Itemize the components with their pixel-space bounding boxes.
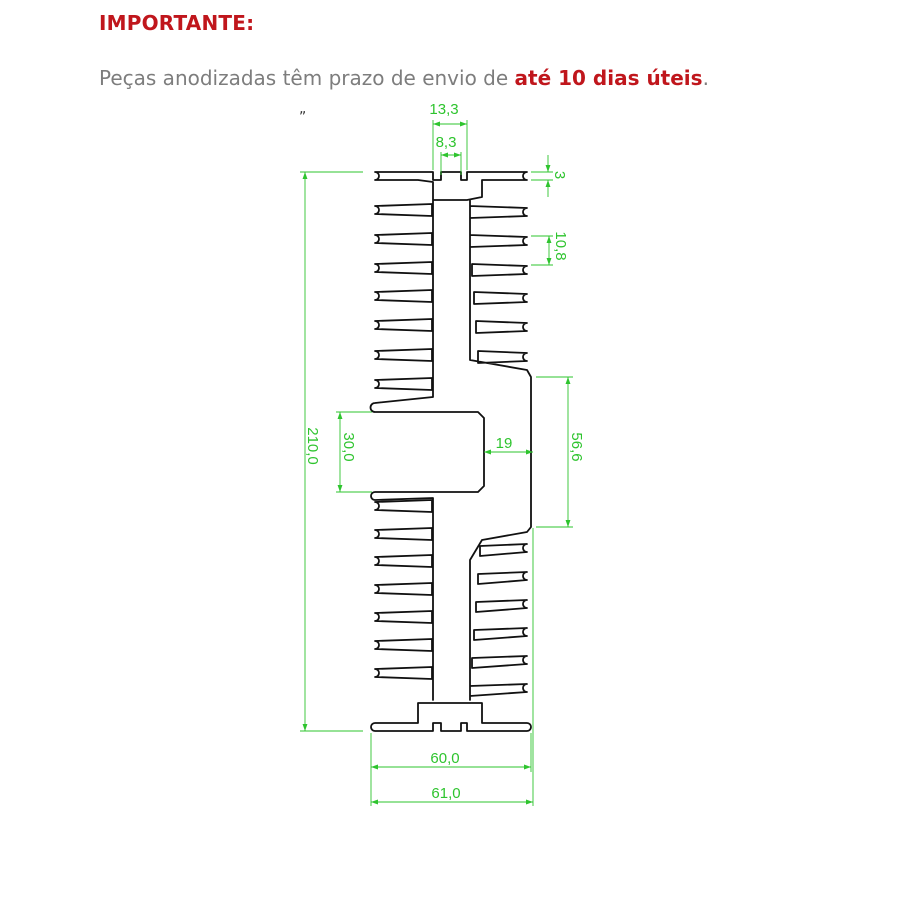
dim-slot-inner-width: 8,3 [436, 134, 457, 151]
notice-text: Peças anodizadas têm prazo de envio de [99, 66, 515, 90]
dim-overall-width: 61,0 [431, 785, 460, 802]
important-heading: IMPORTANTE: [99, 11, 255, 35]
shipping-notice: Peças anodizadas têm prazo de envio de a… [99, 66, 709, 90]
dim-base-width: 60,0 [430, 750, 459, 767]
dim-pocket-height: 30,0 [340, 432, 357, 461]
stray-mark: „ [299, 101, 307, 117]
dimension-lines [300, 120, 573, 806]
heatsink-outline [369, 171, 532, 732]
dim-slot-width: 13,3 [429, 101, 458, 118]
dimension-labels: 13,3 8,3 3 10,8 210,0 30,0 19 56,6 60,0 … [304, 101, 585, 802]
dim-fin-pitch: 10,8 [552, 231, 569, 260]
notice-highlight: até 10 dias úteis [514, 66, 703, 90]
dim-flat-face-height: 56,6 [568, 432, 585, 461]
dim-flange-thickness: 3 [551, 171, 568, 179]
dim-pocket-depth: 19 [496, 435, 513, 452]
dim-total-height: 210,0 [304, 427, 321, 465]
notice-period: . [702, 66, 709, 90]
